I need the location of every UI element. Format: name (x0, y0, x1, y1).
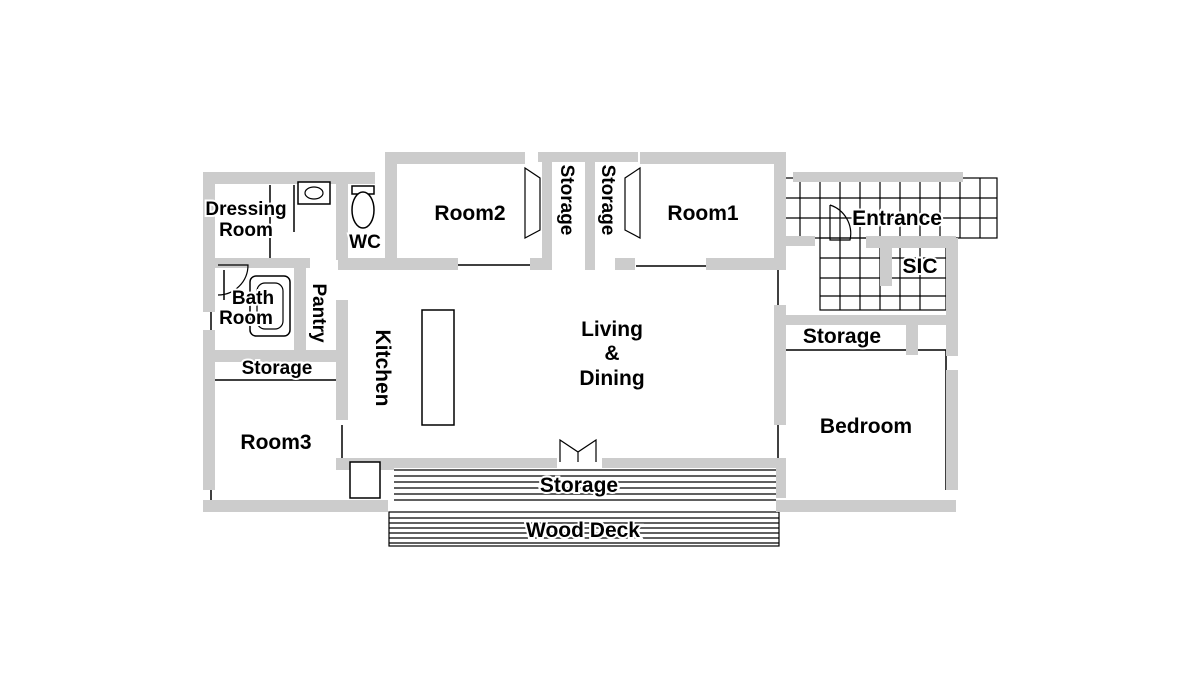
refrigerator-icon (349, 461, 381, 499)
room-labels: Dressing Room WC Room2 Storage Storage R… (203, 163, 944, 544)
entrance-label: Entrance (852, 207, 942, 230)
fixtures (249, 181, 455, 499)
sic-label: SIC (902, 255, 937, 278)
storage-shelf-lines (394, 469, 776, 501)
wood-deck-label: Wood Deck (526, 519, 640, 542)
living-dining-label-line1: Living (581, 318, 643, 341)
entrance-door-swing-icon (829, 204, 852, 241)
bath-room-label-line2: Room (219, 308, 273, 329)
bath-room-label-line1: Bath (232, 288, 274, 309)
pantry-label: Pantry (308, 283, 329, 343)
living-dining-label-line3: Dining (579, 367, 644, 390)
dressing-room-label-line2: Room (219, 220, 273, 241)
wood-deck-planks (388, 511, 780, 547)
patio-double-door-icon (559, 438, 597, 462)
bedroom-label: Bedroom (820, 415, 912, 438)
toilet-icon (351, 191, 375, 229)
storage-left-label: Storage (242, 358, 313, 379)
room3-label: Room3 (240, 431, 311, 454)
kitchen-label: Kitchen (371, 329, 394, 406)
living-dining-label-line2: & (604, 342, 619, 365)
storage-right-label: Storage (803, 325, 881, 348)
storage-vertical-left-label: Storage (556, 165, 577, 236)
kitchen-island-icon (421, 309, 455, 426)
storage-vertical-right-label: Storage (597, 165, 618, 236)
doors (217, 166, 852, 462)
dressing-room-label-line1: Dressing (205, 199, 286, 220)
storage-bottom-label: Storage (540, 474, 618, 497)
walls (203, 152, 963, 512)
washbasin-icon (297, 181, 331, 205)
bath-door-swing-icon (217, 264, 249, 296)
wc-label: WC (349, 232, 381, 253)
bathtub-icon (249, 275, 291, 337)
storage-door-right-icon (624, 166, 641, 239)
storage-door-left-icon (524, 166, 541, 239)
room2-label: Room2 (434, 202, 505, 225)
room1-label: Room1 (667, 202, 738, 225)
